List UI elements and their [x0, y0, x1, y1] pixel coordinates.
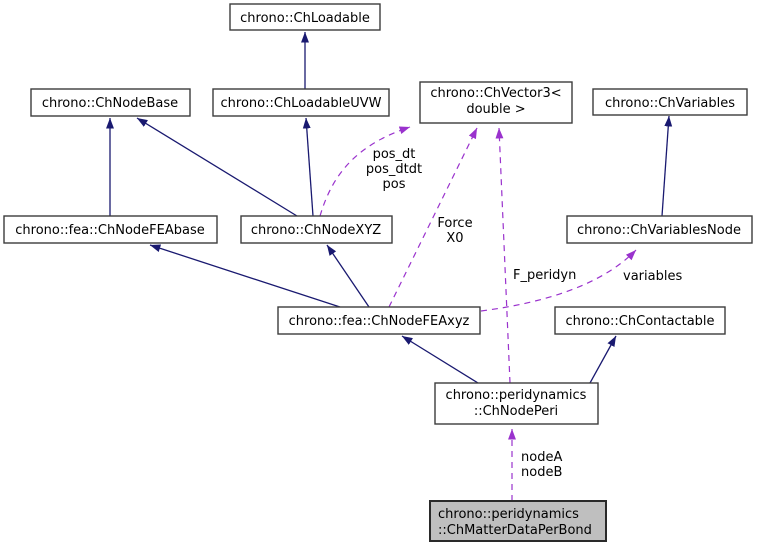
edge-label-nodeb: nodeB — [521, 465, 562, 480]
node-label: chrono::ChNodeXYZ — [251, 223, 381, 238]
node-chrono-chloadable[interactable]: chrono::ChLoadable — [229, 3, 381, 31]
node-box-highlighted — [429, 500, 607, 542]
node-label: chrono::fea::ChNodeFEAxyz — [289, 314, 470, 329]
node-box[interactable] — [592, 88, 748, 116]
node-label: chrono::fea::ChNodeFEAbase — [15, 223, 204, 238]
node-label-line1: chrono::peridynamics — [446, 388, 587, 403]
edge-inherit-chnodexyz-chnodebase — [136, 117, 298, 217]
node-label-line1: chrono::peridynamics — [438, 507, 579, 522]
edge-inherit-chnodexyz-chloadableuvw — [302, 117, 314, 217]
node-box[interactable] — [434, 382, 599, 425]
node-label: chrono::ChVariablesNode — [577, 223, 741, 238]
node-chrono-chloadableuvw[interactable]: chrono::ChLoadableUVW — [212, 88, 390, 117]
node-label: chrono::ChNodeBase — [42, 96, 178, 111]
edge-label-force: Force — [437, 216, 472, 231]
edge-inherit-chvariablesnode-chvariables — [661, 115, 673, 217]
edge-inherit-chnodefeaxyz-chnodefeabase — [149, 244, 341, 308]
node-label-line2: ::ChNodePeri — [474, 404, 558, 419]
node-box[interactable] — [240, 215, 393, 244]
node-box[interactable] — [277, 306, 481, 335]
node-chrono-chvariables[interactable]: chrono::ChVariables — [592, 88, 748, 116]
node-label-line2: double > — [466, 102, 525, 117]
edge-label-pos: pos — [383, 177, 406, 192]
edge-label-pos-dt: pos_dt — [373, 147, 416, 162]
edge-inherit-chnodeperi-chnodefeaxyz — [401, 335, 479, 384]
node-chrono-fea-chnodefeabase[interactable]: chrono::fea::ChNodeFEAbase — [3, 215, 218, 244]
node-label: chrono::ChLoadableUVW — [221, 96, 382, 111]
edge-label-variables: variables — [623, 269, 682, 284]
edge-usage-chnodexyz-chvector3-pos — [319, 126, 411, 217]
node-chrono-fea-chnodefeaxyz[interactable]: chrono::fea::ChNodeFEAxyz — [277, 306, 481, 335]
node-box[interactable] — [566, 215, 753, 244]
node-label: chrono::ChLoadable — [240, 11, 370, 26]
node-box[interactable] — [554, 306, 726, 335]
node-chrono-chvector3-double[interactable]: chrono::ChVector3< double > — [419, 81, 573, 124]
edge-usage-chnodefeaxyz-chvariablesnode-variables — [480, 249, 637, 312]
node-box[interactable] — [30, 88, 191, 117]
node-chrono-peridynamics-chmatterdataperbond-current: chrono::peridynamics ::ChMatterDataPerBo… — [429, 500, 607, 542]
node-label: chrono::ChContactable — [565, 314, 714, 329]
edge-label-nodea: nodeA — [521, 450, 562, 465]
node-box[interactable] — [419, 81, 573, 124]
edge-usage-chnodeperi-chvector3-fperidyn — [495, 127, 511, 384]
edge-inherit-chnodefeaxyz-chnodexyz — [326, 244, 370, 308]
edge-usage-chnodefeaxyz-chvector3-force — [388, 127, 478, 308]
node-label: chrono::ChVariables — [605, 96, 735, 111]
edge-label-f-peridyn: F_peridyn — [513, 268, 576, 283]
node-box[interactable] — [212, 88, 390, 117]
node-label-line1: chrono::ChVector3< — [430, 86, 561, 101]
edge-inherit-chnodeperi-chcontactable — [589, 335, 617, 384]
node-chrono-chnodebase[interactable]: chrono::ChNodeBase — [30, 88, 191, 117]
node-box[interactable] — [229, 3, 381, 31]
edge-label-x0: X0 — [446, 231, 463, 246]
node-chrono-chnodexyz[interactable]: chrono::ChNodeXYZ — [240, 215, 393, 244]
edge-label-pos-dtdt: pos_dtdt — [366, 162, 422, 177]
node-chrono-chvariablesnode[interactable]: chrono::ChVariablesNode — [566, 215, 753, 244]
node-label-line2: ::ChMatterDataPerBond — [438, 523, 592, 538]
node-chrono-peridynamics-chnodeperi[interactable]: chrono::peridynamics ::ChNodePeri — [434, 382, 599, 425]
node-chrono-chcontactable[interactable]: chrono::ChContactable — [554, 306, 726, 335]
node-box[interactable] — [3, 215, 218, 244]
